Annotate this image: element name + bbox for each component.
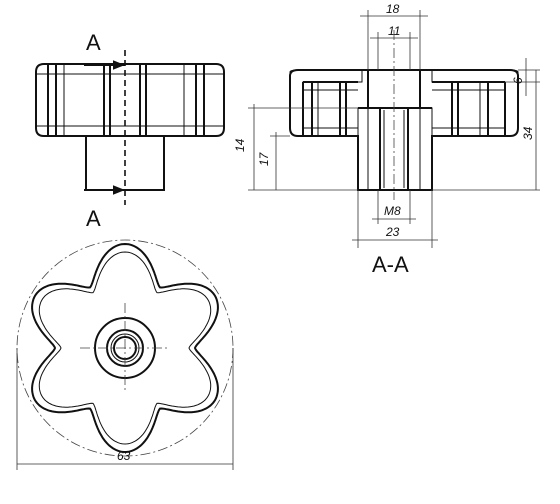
section-mark-bottom: A <box>86 206 101 231</box>
dim-hub-height: 14 <box>233 138 247 152</box>
section-mark-top: A <box>86 30 101 55</box>
dim-hub-diameter: 18 <box>386 2 400 16</box>
dim-overall-height: 34 <box>521 126 535 140</box>
section-title: A-A <box>372 252 409 277</box>
dim-bore-diameter: 11 <box>388 24 400 38</box>
dim-boss-diameter: 23 <box>385 225 400 239</box>
top-view: 63 <box>16 239 234 470</box>
dim-insert-height: 17 <box>257 151 271 166</box>
dim-thread: M8 <box>384 204 401 218</box>
dim-outer-diameter: 63 <box>117 449 131 463</box>
dim-top-thickness: 6 <box>511 77 525 84</box>
side-view: A A <box>35 30 225 231</box>
section-view: 18 11 6 34 14 17 M8 23 A-A <box>233 2 540 277</box>
